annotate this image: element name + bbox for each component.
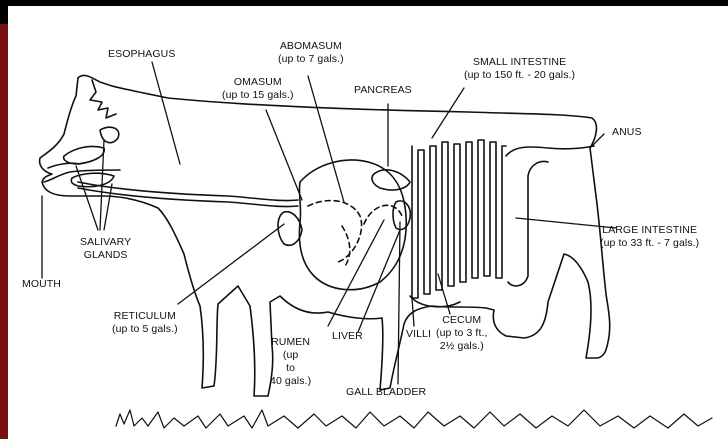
label-esophagus: ESOPHAGUS bbox=[108, 48, 175, 61]
label-pancreas: PANCREAS bbox=[354, 84, 412, 97]
jaw-line bbox=[44, 170, 120, 182]
ground-grass bbox=[116, 410, 712, 428]
salivary-gland-1 bbox=[100, 127, 119, 142]
label-omasum: OMASUM(up to 15 gals.) bbox=[222, 76, 294, 102]
label-anus: ANUS bbox=[612, 126, 642, 139]
label-villi: VILLI bbox=[406, 328, 431, 341]
label-gall-bladder: GALL BLADDER bbox=[346, 386, 426, 399]
small-intestine-coils bbox=[412, 140, 506, 298]
cow-digestive-diagram bbox=[8, 6, 728, 439]
rumen-outline bbox=[299, 160, 406, 290]
label-reticulum: RETICULUM(up to 5 gals.) bbox=[112, 310, 178, 336]
label-small-intestine: SMALL INTESTINE(up to 150 ft. - 20 gals.… bbox=[464, 56, 575, 82]
esophagus-tube bbox=[78, 182, 298, 207]
label-liver: LIVER bbox=[332, 330, 363, 343]
pancreas-shape bbox=[372, 170, 410, 190]
salivary-gland-2 bbox=[64, 146, 105, 164]
label-cecum: CECUM(up to 3 ft.,2½ gals.) bbox=[436, 314, 488, 353]
label-abomasum: ABOMASUM(up to 7 gals.) bbox=[278, 40, 344, 66]
accent-bar bbox=[0, 24, 8, 439]
reticulum-outline bbox=[278, 212, 302, 246]
large-intestine-path bbox=[506, 146, 594, 286]
label-mouth: MOUTH bbox=[22, 278, 61, 291]
label-large-intestine: LARGE INTESTINE(up to 33 ft. - 7 gals.) bbox=[600, 224, 699, 250]
diagram-canvas: ESOPHAGUS ABOMASUM(up to 7 gals.) OMASUM… bbox=[8, 6, 728, 439]
